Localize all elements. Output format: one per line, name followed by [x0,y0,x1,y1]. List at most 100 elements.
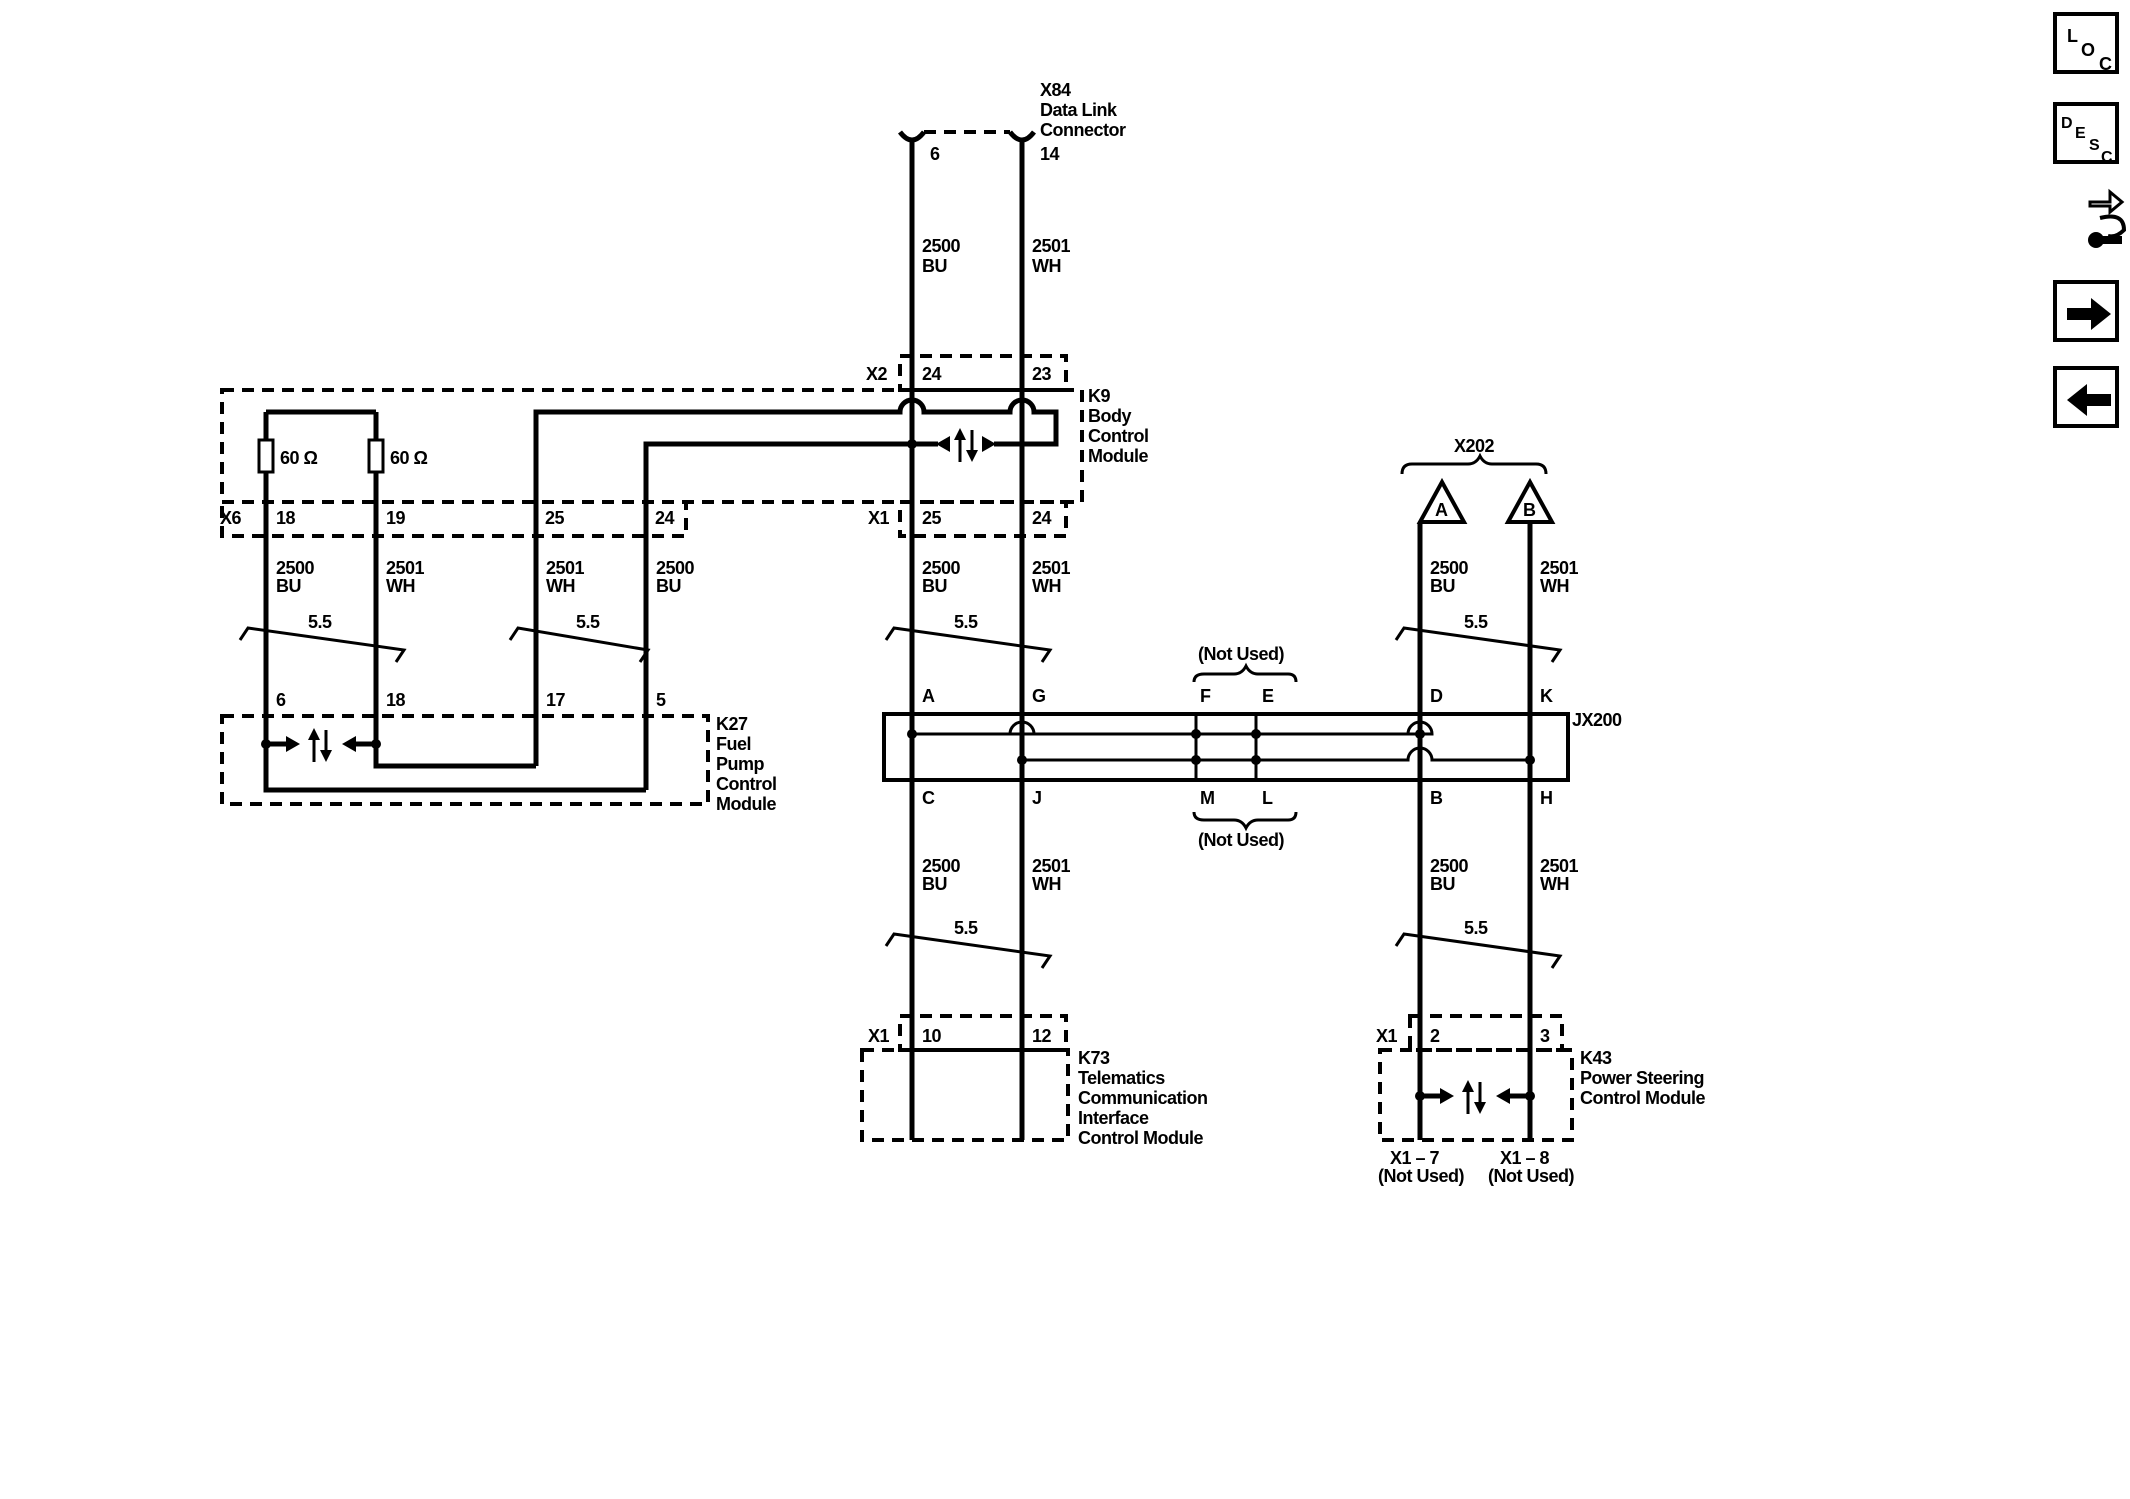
connector-button[interactable] [2086,182,2127,252]
arrow-up-icon [1462,1080,1474,1092]
jx200-pin: H [1540,788,1553,808]
k73-module-box [860,1048,1070,1142]
k9-resistor-1: 60 Ω [280,448,318,468]
twist-marker [1394,932,1563,969]
twist-marker [1394,626,1563,663]
twist-marker [238,626,407,663]
x84-pin-6-socket [898,130,926,143]
k9-conn-right: X1 [868,508,890,528]
twisted-pair-markers: 5.5 5.5 5.5 5.5 5.5 5.5 [238,612,1563,969]
arrow-icon [936,436,950,452]
twist-marker [508,626,651,663]
twist-label: 5.5 [576,612,600,632]
wire-label-circuit: 2501 [1032,856,1071,876]
k9-pin: 24 [922,364,942,384]
splice-dot [907,729,917,739]
k9-conn-top: X2 [866,364,888,384]
k9-ref: K9 [1088,386,1110,406]
arrow-up-icon [308,728,320,740]
jx200-junction: (Not Used) A G F E D K JX200 C J M L B H… [882,644,1623,850]
k27-pin: 17 [546,690,566,710]
k9-pin: 19 [386,508,406,528]
desc-icon: D E S C [2061,115,2113,166]
k27-name-4: Module [716,794,776,814]
wire-label-color: BU [922,874,947,894]
k9-body-control-module: X2 24 23 K9 Body Control Module X6 18 19… [220,354,1149,790]
wire-label-color: BU [276,576,301,596]
k27-name-3: Control [716,774,776,794]
jx200-pin: F [1200,686,1211,706]
jx200-not-used-bottom: (Not Used) [1198,830,1284,850]
arrow-down-icon [966,450,978,462]
jx200-pin: K [1540,686,1553,706]
wire-label-circuit: 2501 [546,558,585,578]
k43-not-used-1-text: (Not Used) [1378,1166,1464,1186]
arrow-right-icon [2067,298,2111,330]
jx200-pin: L [1262,788,1273,808]
jx200-pin: C [922,788,935,808]
k73-name-1: Telematics [1078,1068,1165,1088]
next-button[interactable] [2053,280,2119,342]
resistor-icon [367,438,385,474]
arrow-down-icon [320,750,332,762]
k43-ref: K43 [1580,1048,1612,1068]
x84-name-1: Data Link [1040,100,1118,120]
k73-conn: X1 [868,1026,890,1046]
k43-pin: 2 [1430,1026,1440,1046]
twist-label: 5.5 [954,918,978,938]
k73-pin: 10 [922,1026,942,1046]
wire-label-color: WH [1540,576,1569,596]
desc-button[interactable]: D E S C [2053,102,2119,166]
arrow-up-icon [954,428,966,440]
k73-ref: K73 [1078,1048,1110,1068]
x202-triangle-a-icon [1416,477,1468,524]
wire-label-circuit: 2500 [922,558,961,578]
arrow-icon [1496,1088,1510,1104]
jx200-pin: J [1032,788,1042,808]
x84-pin-b: 14 [1040,144,1060,164]
k43-conn: X1 [1376,1026,1398,1046]
twist-label: 5.5 [1464,612,1488,632]
svg-text:D: D [2061,115,2073,132]
twist-label: 5.5 [954,612,978,632]
splice-dot [1251,755,1261,765]
k73-pin: 12 [1032,1026,1052,1046]
wire-2501-wh-k27-internal [373,740,536,769]
loc-button[interactable]: L O C [2053,12,2119,74]
k43-not-used-2-text: (Not Used) [1488,1166,1574,1186]
wire-label-circuit: 2500 [276,558,315,578]
k9-name-1: Body [1088,406,1131,426]
wire-2500-bu-k27-internal [263,740,646,793]
k43-name-1: Power Steering [1580,1068,1704,1088]
k27-ref: K27 [716,714,748,734]
jx200-pin: B [1430,788,1443,808]
wire-label-color: WH [1032,874,1061,894]
arrow-down-icon [1474,1102,1486,1114]
svg-text:C: C [2101,149,2113,166]
k27-name-2: Pump [716,754,765,774]
k73-name-4: Control Module [1078,1128,1203,1148]
jx200-bu-bus [912,720,1434,736]
k43-not-used-1: X1 – 7 [1390,1148,1440,1168]
k43-power-steering-module: X1 2 3 K43 Power Steering Control Module… [1376,1014,1706,1186]
wire-label-circuit: 2500 [922,856,961,876]
splice-dot [1017,755,1027,765]
k9-x1-connector [898,500,1068,538]
x202-ref: X202 [1454,436,1495,456]
x84-pin-14-socket [1008,130,1036,143]
loc-icon: L O C [2067,26,2112,74]
twist-marker [884,932,1053,969]
k27-pin: 18 [386,690,406,710]
k73-wire-mask [880,1144,1060,1150]
k27-fuel-pump-control-module: 6 18 17 5 K27 Fuel Pump Control Module [220,690,777,814]
wire-label-color: WH [1540,874,1569,894]
twist-label: 5.5 [1464,918,1488,938]
x84-pin-a: 6 [930,144,940,164]
wire-label-circuit: 2501 [1540,856,1579,876]
splice-dot [1415,729,1425,739]
prev-button[interactable] [2053,366,2119,428]
wire-label-circuit: 2501 [1540,558,1579,578]
x202-tri-b: B [1523,500,1536,520]
jx200-pin: A [922,686,935,706]
splice-dot [1251,729,1261,739]
